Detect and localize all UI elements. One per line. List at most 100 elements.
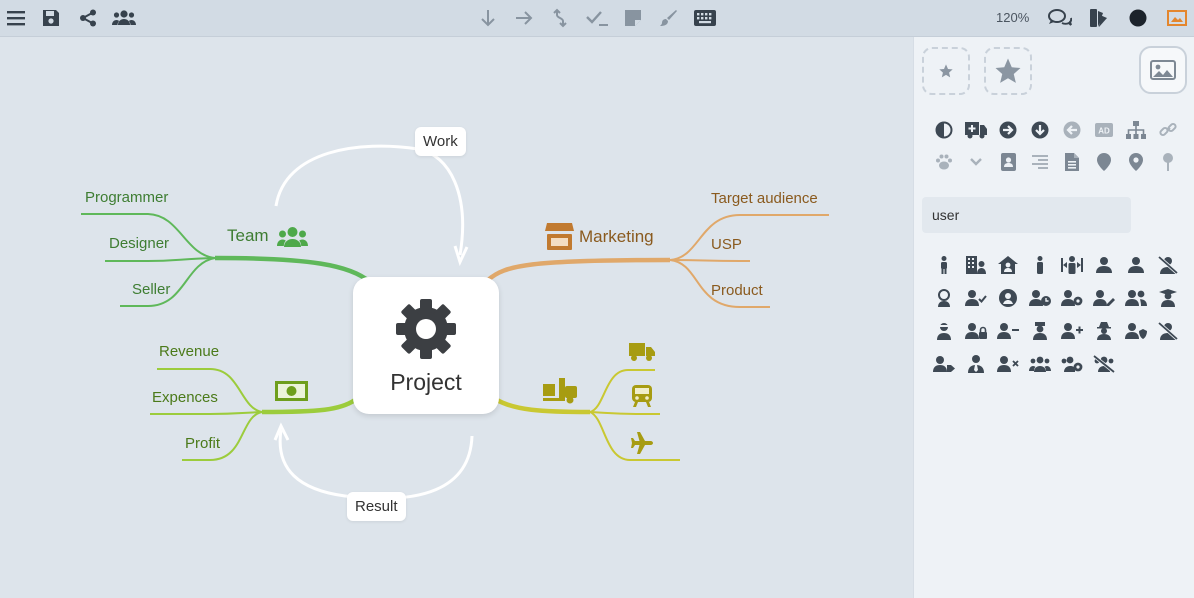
team-child-designer[interactable]: Designer bbox=[109, 235, 170, 252]
user-cog-icon[interactable] bbox=[1056, 282, 1088, 314]
image-icon bbox=[1150, 60, 1176, 80]
file-icon[interactable] bbox=[1056, 146, 1088, 178]
presentation-icon[interactable] bbox=[1163, 4, 1191, 32]
standing-user-icon[interactable] bbox=[1024, 249, 1056, 281]
users-icon[interactable] bbox=[1024, 348, 1056, 380]
zoom-level[interactable]: 120% bbox=[996, 10, 1030, 25]
result-node[interactable]: Result bbox=[347, 492, 406, 521]
marketing-branch bbox=[486, 214, 829, 308]
finance-child-expences[interactable]: Expences bbox=[152, 389, 218, 406]
user-injured-icon[interactable] bbox=[928, 315, 960, 347]
male-icon[interactable] bbox=[928, 249, 960, 281]
icon-search-input[interactable] bbox=[922, 197, 1131, 233]
forklift-icon bbox=[543, 378, 577, 404]
user-solid-icon[interactable] bbox=[1120, 249, 1152, 281]
user-minus-icon[interactable] bbox=[992, 315, 1024, 347]
link-icon[interactable] bbox=[1152, 114, 1184, 146]
star-icon bbox=[995, 58, 1021, 83]
arrow-circle-right-icon[interactable] bbox=[992, 114, 1024, 146]
share-icon[interactable] bbox=[74, 4, 102, 32]
map-marker-icon[interactable] bbox=[1088, 146, 1120, 178]
user-secret-icon[interactable] bbox=[1088, 315, 1120, 347]
address-book-icon[interactable] bbox=[992, 146, 1024, 178]
finance-branch bbox=[150, 368, 357, 461]
money-icon bbox=[275, 381, 308, 401]
circle-icon[interactable] bbox=[1124, 4, 1152, 32]
large-star-slot[interactable] bbox=[984, 47, 1032, 95]
marketing-child-target-audience[interactable]: Target audience bbox=[711, 190, 818, 207]
user-times-icon[interactable] bbox=[992, 348, 1024, 380]
user-shield-icon[interactable] bbox=[1120, 315, 1152, 347]
arrow-circle-down-icon[interactable] bbox=[1024, 114, 1056, 146]
user-icons-row-2 bbox=[928, 282, 1184, 314]
user-building-icon[interactable] bbox=[960, 249, 992, 281]
paw-icon[interactable] bbox=[928, 146, 960, 178]
user-tag-icon[interactable] bbox=[928, 348, 960, 380]
user-icons-row-1 bbox=[928, 249, 1184, 281]
image-button[interactable] bbox=[1139, 46, 1187, 94]
user-badge-icon[interactable] bbox=[928, 282, 960, 314]
user-house-icon[interactable] bbox=[992, 249, 1024, 281]
comments-icon[interactable] bbox=[1046, 4, 1074, 32]
sitemap-icon[interactable] bbox=[1120, 114, 1152, 146]
star-icon bbox=[939, 64, 953, 78]
logistics-branch bbox=[495, 369, 680, 461]
store-icon bbox=[545, 223, 574, 250]
truck-icon[interactable] bbox=[629, 343, 655, 361]
icon-panel bbox=[913, 37, 1194, 598]
user-clock-icon[interactable] bbox=[1024, 282, 1056, 314]
map-pin-outline-icon[interactable] bbox=[1120, 146, 1152, 178]
user-circle-icon[interactable] bbox=[992, 282, 1024, 314]
brush-icon[interactable] bbox=[655, 4, 683, 32]
team-child-seller[interactable]: Seller bbox=[132, 281, 171, 298]
ad-icon[interactable]: AD bbox=[1088, 114, 1120, 146]
user-edit-icon[interactable] bbox=[1088, 282, 1120, 314]
small-star-slot[interactable] bbox=[922, 47, 970, 95]
chevron-down-icon[interactable] bbox=[960, 146, 992, 178]
user-check-icon[interactable] bbox=[960, 282, 992, 314]
train-icon[interactable] bbox=[632, 385, 652, 407]
keyboard-icon[interactable] bbox=[691, 4, 719, 32]
theme-icon[interactable] bbox=[1085, 4, 1113, 32]
plane-icon[interactable] bbox=[631, 432, 653, 454]
users-icon[interactable] bbox=[110, 4, 138, 32]
save-icon[interactable] bbox=[37, 4, 65, 32]
menu-icon[interactable] bbox=[2, 4, 30, 32]
user-lock-icon[interactable] bbox=[960, 315, 992, 347]
marketing-child-usp[interactable]: USP bbox=[711, 236, 742, 253]
note-icon[interactable] bbox=[619, 4, 647, 32]
contrast-icon[interactable] bbox=[928, 114, 960, 146]
user-icons-row-4 bbox=[928, 348, 1120, 380]
user-tie-icon[interactable] bbox=[960, 348, 992, 380]
finance-child-revenue[interactable]: Revenue bbox=[159, 343, 220, 360]
user-slash-alt-icon[interactable] bbox=[1152, 315, 1184, 347]
central-title: Project bbox=[390, 369, 462, 395]
pin-icon[interactable] bbox=[1152, 146, 1184, 178]
user-icons-row-3 bbox=[928, 315, 1184, 347]
team-child-programmer[interactable]: Programmer bbox=[85, 189, 169, 206]
work-node[interactable]: Work bbox=[415, 127, 466, 156]
arrow-circle-left-icon[interactable] bbox=[1056, 114, 1088, 146]
users-slash-icon[interactable] bbox=[1088, 348, 1120, 380]
gear-icon bbox=[396, 299, 456, 359]
user-plus-icon[interactable] bbox=[1056, 315, 1088, 347]
marketing-child-product[interactable]: Product bbox=[711, 282, 763, 299]
icon-row-2 bbox=[928, 146, 1184, 178]
user-graduate-icon[interactable] bbox=[1152, 282, 1184, 314]
user-icon[interactable] bbox=[1088, 249, 1120, 281]
finance-child-profit[interactable]: Profit bbox=[185, 435, 221, 452]
central-node[interactable]: Project bbox=[353, 277, 499, 414]
arrow-curved-icon[interactable] bbox=[546, 4, 574, 32]
user-friends-icon[interactable] bbox=[1120, 282, 1152, 314]
marketing-node[interactable]: Marketing bbox=[579, 227, 654, 246]
user-arrows-icon[interactable] bbox=[1056, 249, 1088, 281]
align-right-icon[interactable] bbox=[1024, 146, 1056, 178]
user-nurse-icon[interactable] bbox=[1024, 315, 1056, 347]
check-icon[interactable] bbox=[583, 4, 611, 32]
ambulance-icon[interactable] bbox=[960, 114, 992, 146]
user-slash-icon[interactable] bbox=[1152, 249, 1184, 281]
arrow-down-icon[interactable] bbox=[474, 4, 502, 32]
users-cog-icon[interactable] bbox=[1056, 348, 1088, 380]
arrow-right-icon[interactable] bbox=[510, 4, 538, 32]
team-node[interactable]: Team bbox=[227, 226, 269, 245]
